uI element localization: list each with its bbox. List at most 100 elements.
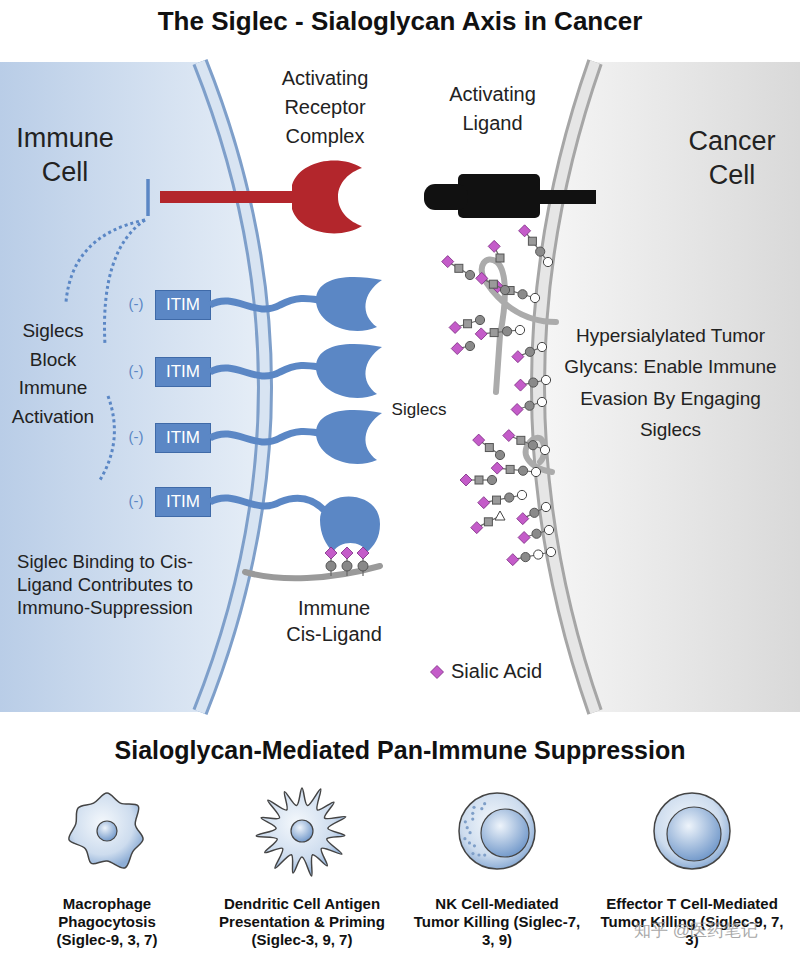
sialic-acid bbox=[442, 256, 454, 268]
sialic-acid bbox=[476, 272, 488, 284]
sialic-acid bbox=[517, 513, 529, 525]
node-text: Cancer Cell bbox=[672, 125, 792, 193]
legend-text: Sialic Acid bbox=[451, 660, 542, 683]
macrophage-cell: Macrophage Phagocytosis (Siglec-9, 3, 7) bbox=[10, 783, 204, 963]
granule bbox=[468, 831, 471, 834]
glycan-link bbox=[466, 479, 492, 480]
itim-label: ITIM bbox=[156, 488, 210, 516]
glycan-sugar bbox=[475, 315, 484, 324]
glycan-link bbox=[498, 287, 535, 298]
granule bbox=[466, 826, 469, 829]
component-label: Siglecs bbox=[384, 400, 454, 420]
glycan-sugar bbox=[517, 436, 525, 444]
glycan-sugar bbox=[465, 270, 474, 279]
glycan-sugar bbox=[326, 561, 336, 571]
glycan-link bbox=[455, 320, 480, 327]
ligand-knob bbox=[424, 184, 468, 210]
sialic-acid bbox=[471, 522, 483, 534]
glycan-sugar bbox=[489, 280, 497, 288]
cell-icon bbox=[256, 788, 346, 876]
glycan-link bbox=[477, 516, 500, 528]
macrophage-body bbox=[69, 793, 143, 868]
sialic-acid bbox=[488, 240, 500, 252]
sialic-acid bbox=[507, 554, 519, 566]
glycan-sugar bbox=[534, 550, 543, 559]
nk-body bbox=[459, 793, 535, 869]
siglec-head bbox=[316, 410, 382, 464]
immune-cell: Immune CellSiglecs Block Immune Activati… bbox=[0, 62, 290, 712]
node-text: Dendritic Cell Antigen Presentation & Pr… bbox=[205, 895, 399, 949]
dendritic-cell: Dendritic Cell Antigen Presentation & Pr… bbox=[205, 783, 399, 963]
glycan-sugar bbox=[475, 476, 483, 484]
sialic-acid bbox=[341, 547, 353, 559]
sialic-acid bbox=[512, 351, 524, 363]
node-text: Effector T Cell-Mediated Tumor Killing (… bbox=[595, 895, 789, 949]
granule bbox=[464, 820, 467, 823]
glycan-sugar bbox=[528, 237, 536, 245]
cell-icon bbox=[459, 793, 535, 869]
itim-box: ITIM bbox=[155, 357, 211, 387]
cell-interior bbox=[0, 62, 265, 712]
node-text: Macrophage Phagocytosis (Siglec-9, 3, 7) bbox=[47, 895, 167, 949]
glycan-link bbox=[484, 495, 522, 503]
cis-ligand-backbone bbox=[245, 566, 380, 578]
glycan-link bbox=[330, 553, 331, 576]
granule bbox=[468, 841, 471, 844]
legend-entry: Sialic Acid bbox=[428, 660, 542, 683]
glycan-sugar bbox=[518, 290, 527, 299]
glycan-link bbox=[497, 468, 536, 472]
dendritic-body bbox=[256, 788, 346, 876]
node-text: Siglecs Block Immune Activation bbox=[3, 317, 103, 431]
glycan-sugar bbox=[490, 329, 498, 337]
granule bbox=[471, 818, 474, 821]
sialic-acid bbox=[357, 547, 369, 559]
glycan-sugar bbox=[500, 285, 509, 294]
glycan-sugar bbox=[495, 511, 505, 520]
component-label: Activating Ligand bbox=[430, 80, 555, 138]
itim-label: ITIM bbox=[156, 291, 210, 319]
glycan-sugar bbox=[506, 465, 514, 473]
glycan-link bbox=[481, 330, 520, 334]
granule bbox=[471, 852, 474, 855]
nucleus bbox=[97, 821, 117, 841]
cancer-cell: Cancer CellHypersialylated Tumor Glycans… bbox=[520, 62, 800, 712]
glycan-sugar bbox=[496, 254, 504, 262]
cell-outline bbox=[520, 62, 800, 712]
t-cell: Effector T Cell-Mediated Tumor Killing (… bbox=[595, 783, 789, 963]
t-cell-body bbox=[654, 793, 730, 869]
glycan-sugar bbox=[358, 561, 368, 571]
cell-membrane bbox=[538, 62, 595, 712]
itim-box: ITIM bbox=[155, 290, 211, 320]
glycan-sugar bbox=[495, 450, 504, 459]
granule bbox=[472, 806, 475, 809]
siglec-head bbox=[316, 344, 382, 398]
granule bbox=[471, 812, 474, 815]
glycan-sugar bbox=[521, 552, 530, 561]
cell-icon bbox=[69, 793, 143, 868]
node-text: Hypersialylated Tumor Glycans: Enable Im… bbox=[558, 320, 783, 445]
glycan-link bbox=[346, 553, 347, 576]
sialic-acid bbox=[511, 403, 523, 415]
granule bbox=[477, 853, 480, 856]
glycan-sugar bbox=[484, 518, 492, 526]
granule bbox=[473, 844, 476, 847]
receptor-head bbox=[292, 161, 362, 234]
section-heading: Sialoglycan-Mediated Pan-Immune Suppress… bbox=[0, 735, 800, 765]
node-text: Siglec Binding to Cis-Ligand Contributes… bbox=[0, 550, 210, 619]
sialic-acid bbox=[478, 497, 490, 509]
siglec-head bbox=[320, 496, 380, 552]
sialic-acid bbox=[491, 462, 503, 474]
sialic-acid bbox=[451, 343, 463, 355]
sialic-acid bbox=[519, 225, 531, 237]
glycan-sugar bbox=[465, 341, 474, 350]
cell-icon bbox=[654, 793, 730, 869]
cell-membrane-inner bbox=[538, 62, 595, 712]
cell-interior bbox=[538, 62, 800, 712]
cell-membrane-inner bbox=[200, 62, 265, 712]
glycan-link bbox=[482, 278, 505, 290]
sialic-acid-symbol bbox=[431, 665, 444, 678]
glycan-sugar bbox=[502, 327, 511, 336]
node-text: Immune Cell bbox=[0, 122, 130, 190]
